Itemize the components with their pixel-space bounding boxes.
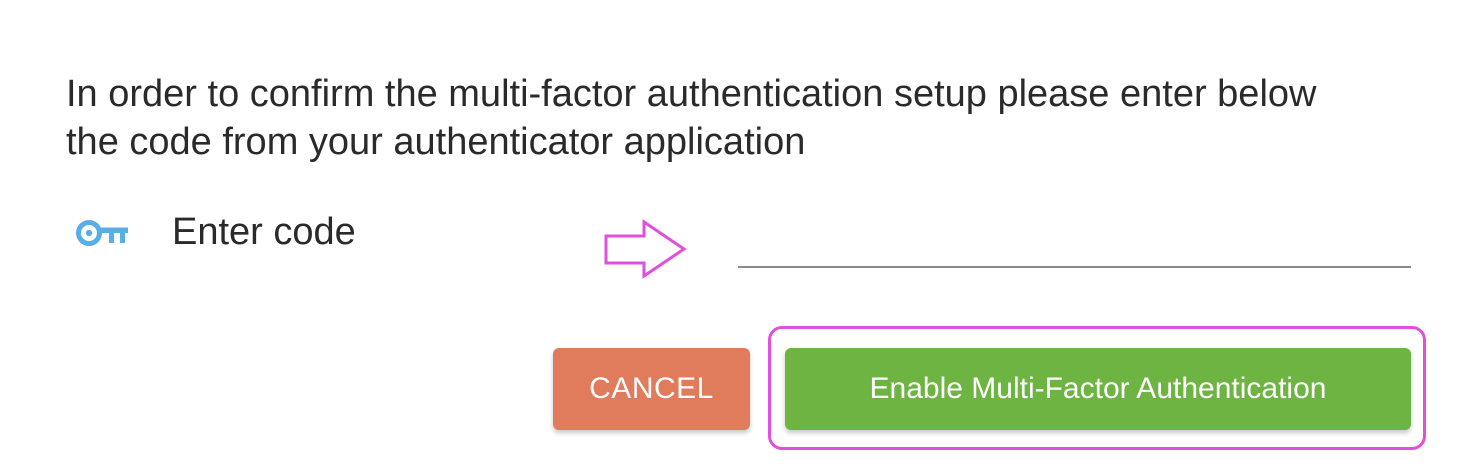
right-arrow-outline-icon [604,219,687,279]
highlight-annotation-box [768,326,1426,450]
cancel-button[interactable]: CANCEL [553,348,750,430]
key-icon [76,220,128,246]
mfa-instructions-text: In order to confirm the multi-factor aut… [66,73,1317,163]
enable-mfa-button[interactable]: Enable Multi-Factor Authentication [785,348,1411,430]
code-input[interactable] [738,222,1411,268]
code-field-label: Enter code [172,211,356,253]
